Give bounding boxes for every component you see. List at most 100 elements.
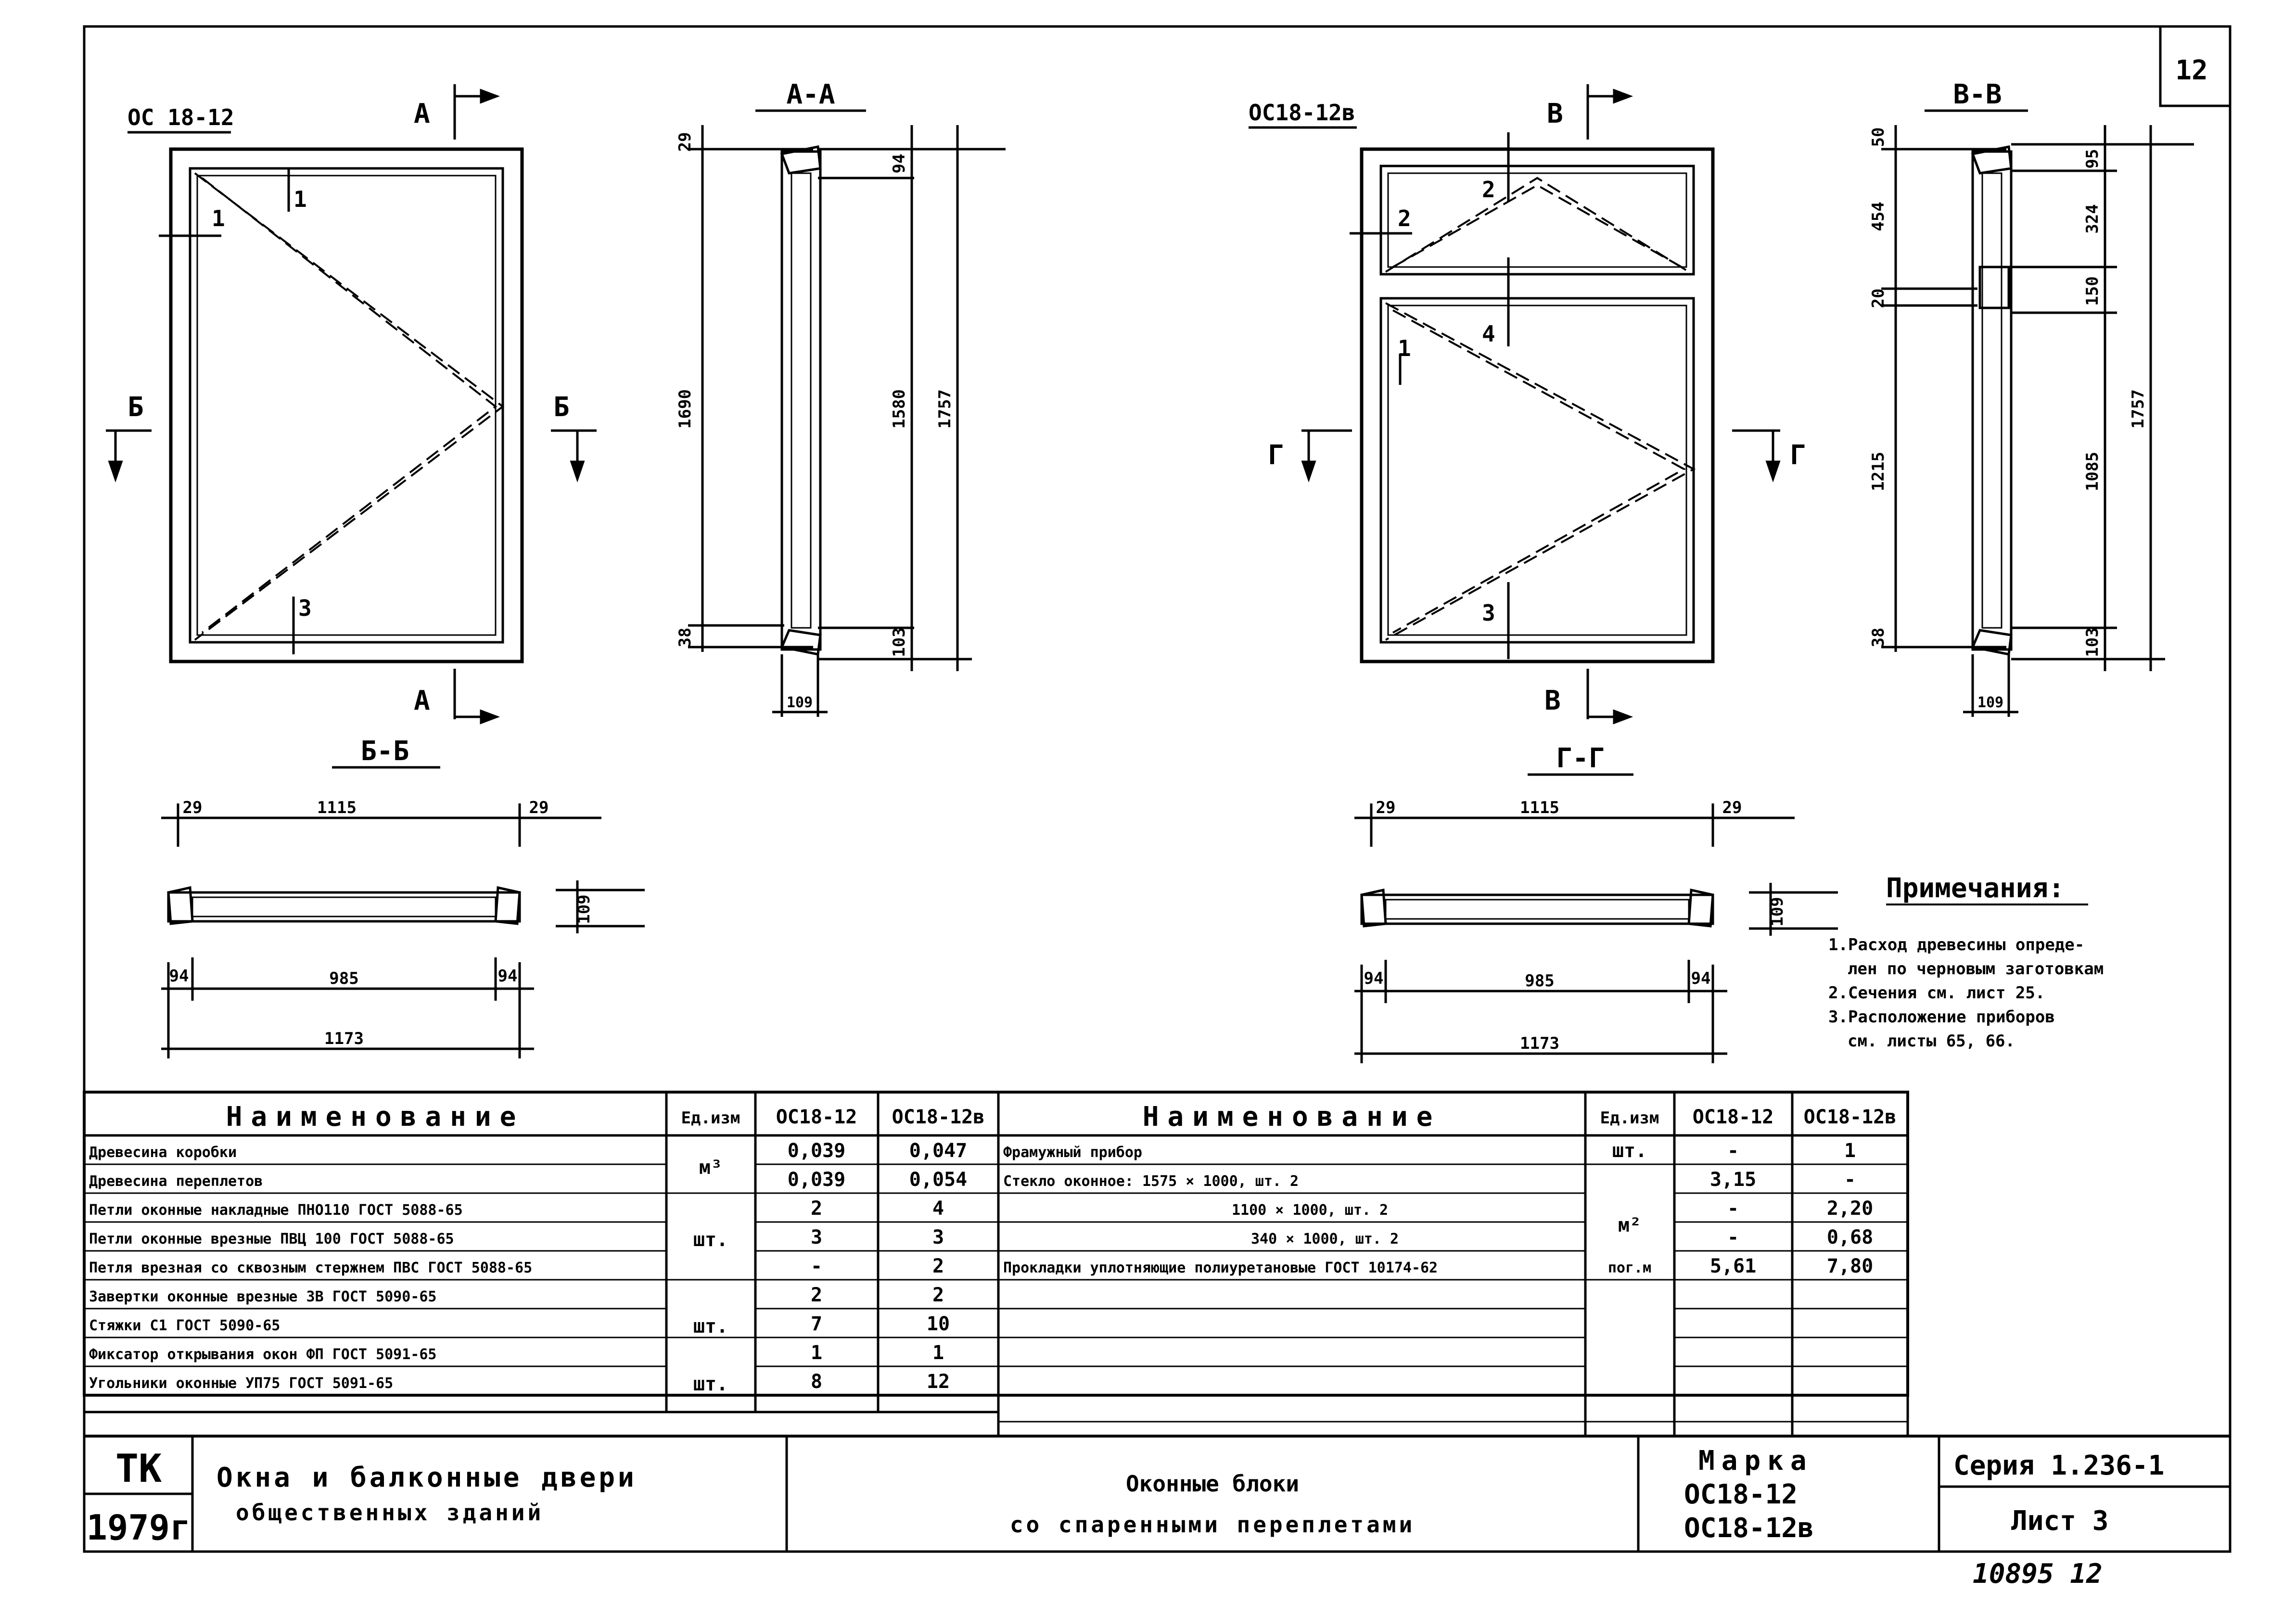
dim-aa-overall: 1757 bbox=[935, 389, 955, 429]
notes-title: Примечания: bbox=[1886, 873, 2065, 904]
notes-line-5: см. листы 65, 66. bbox=[1848, 1031, 2015, 1051]
dim-vv-top: 50 bbox=[1869, 127, 1888, 147]
table-row-b: 4 bbox=[932, 1197, 944, 1220]
section-marker-v-bottom: В bbox=[1544, 685, 1561, 716]
section-title-bb: Б-Б bbox=[360, 736, 409, 767]
notes-line-2: лен по черновым заготовкам bbox=[1848, 959, 2104, 979]
table-row-unit: шт. bbox=[1612, 1140, 1647, 1162]
dim-vv-r4: 1085 bbox=[2083, 452, 2102, 491]
table-row-name: Завертки оконные врезные ЗВ ГОСТ 5090-65 bbox=[89, 1288, 436, 1305]
dim-aa-bottom: 38 bbox=[676, 628, 695, 648]
section-marker-a-bottom: А bbox=[414, 685, 430, 716]
section-gg bbox=[1354, 773, 1838, 1063]
drawing-name-2: со спаренными переплетами bbox=[1010, 1512, 1415, 1538]
table-row-a: 0,039 bbox=[788, 1169, 845, 1191]
dim-vv-r1: 95 bbox=[2083, 149, 2102, 169]
drawing-name-1: Оконные блоки bbox=[1126, 1471, 1299, 1497]
table-row-b: - bbox=[1844, 1169, 1856, 1191]
section-marker-v-top: В bbox=[1547, 98, 1563, 129]
dim-gg-in-right: 94 bbox=[1691, 969, 1711, 988]
table-row-a: 2 bbox=[811, 1197, 822, 1220]
notes-line-1: 1.Расход древесины опреде- bbox=[1828, 935, 2084, 955]
table-left-header-b: ОС18-12в bbox=[892, 1106, 985, 1128]
section-marker-a-top: А bbox=[414, 98, 430, 129]
table-row-b: 2,20 bbox=[1827, 1197, 1873, 1220]
dim-vv-upper: 454 bbox=[1869, 202, 1888, 231]
dim-aa-inner: 1690 bbox=[676, 389, 695, 429]
dim-bb-depth: 109 bbox=[574, 894, 594, 924]
table-row-name: Стекло оконное: 1575 × 1000, шт. 2 bbox=[1003, 1173, 1299, 1190]
year: 1979г bbox=[87, 1507, 191, 1548]
table-row-unit: пог.м bbox=[1608, 1260, 1651, 1276]
table-row-name: 1100 × 1000, шт. 2 bbox=[1232, 1202, 1388, 1219]
dim-bb-in-right: 94 bbox=[498, 967, 518, 986]
dim-bb-total: 1173 bbox=[324, 1029, 364, 1048]
table-row-a: 0,039 bbox=[788, 1140, 845, 1162]
table-left-header-a: ОС18-12 bbox=[776, 1106, 857, 1128]
dim-vv-depth: 109 bbox=[1977, 694, 2003, 711]
project-name-2: общественных зданий bbox=[236, 1500, 544, 1526]
spec-table-rows bbox=[84, 1163, 1908, 1423]
section-arrows-right bbox=[1301, 84, 1781, 725]
table-row-name: Прокладки уплотняющие полиуретановые ГОС… bbox=[1003, 1260, 1438, 1276]
table-right-header-unit: Ед.изм bbox=[1600, 1108, 1659, 1128]
project-name-1: Окна и балконные двери bbox=[217, 1462, 637, 1493]
callout-1-b: 1 bbox=[212, 205, 225, 231]
table-row-name: Угольники оконные УП75 ГОСТ 5091-65 bbox=[89, 1375, 393, 1392]
table-row-unit: м² bbox=[1618, 1214, 1641, 1236]
table-row-name: Петля врезная со сквозным стержнем ПВС Г… bbox=[89, 1260, 532, 1276]
table-right-header-name: Наименование bbox=[1143, 1101, 1441, 1133]
table-row-name: Древесина коробки bbox=[89, 1144, 237, 1161]
dim-gg-right: 29 bbox=[1722, 798, 1742, 817]
window-mark-left: ОС 18-12 bbox=[128, 104, 234, 130]
table-row-b: 10 bbox=[927, 1313, 950, 1335]
table-right-header-a: ОС18-12 bbox=[1693, 1106, 1774, 1128]
table-right-header-b: ОС18-12в bbox=[1804, 1106, 1897, 1128]
table-row-a: 3 bbox=[811, 1226, 822, 1248]
table-row-b: 0,68 bbox=[1827, 1226, 1873, 1248]
table-row-a: - bbox=[811, 1255, 822, 1277]
table-row-name: Фиксатор открывания окон ФП ГОСТ 5091-65 bbox=[89, 1346, 436, 1363]
table-row-unit: м³ bbox=[699, 1157, 722, 1179]
window-oc18-12v-elevation bbox=[1350, 132, 1715, 663]
notes-line-4: 3.Расположение приборов bbox=[1828, 1007, 2055, 1027]
dim-gg-depth: 109 bbox=[1768, 897, 1787, 926]
table-row-unit: шт. bbox=[693, 1229, 728, 1251]
table-left-rows: Древесина коробки м³ 0,039 0,047 Древеси… bbox=[89, 1140, 967, 1395]
sheet-number: 12 bbox=[2175, 55, 2207, 86]
callout-2-b: 2 bbox=[1398, 205, 1411, 231]
table-right-rows: Фрамужный прибор шт. - 1 Стекло оконное:… bbox=[1003, 1140, 1873, 1277]
sheet-border bbox=[83, 25, 2232, 1553]
dim-bb-mid: 1115 bbox=[317, 798, 357, 817]
table-row-a: 7 bbox=[811, 1313, 822, 1335]
table-row-b: 1 bbox=[932, 1342, 944, 1364]
dim-vv-lower: 1215 bbox=[1869, 452, 1888, 491]
dim-bb-in-mid: 985 bbox=[329, 969, 358, 988]
table-row-name: Петли оконные врезные ПВЦ 100 ГОСТ 5088-… bbox=[89, 1231, 454, 1248]
dim-aa-top-right: 94 bbox=[890, 154, 909, 174]
dim-aa-depth: 109 bbox=[787, 694, 813, 711]
table-row-name: Древесина переплетов bbox=[89, 1173, 263, 1190]
section-marker-g-left: Г bbox=[1268, 440, 1284, 471]
table-row-a: 3,15 bbox=[1710, 1169, 1756, 1191]
callout-3-left: 3 bbox=[298, 595, 312, 621]
series: Серия 1.236-1 bbox=[1953, 1450, 2164, 1481]
table-row-b: 0,047 bbox=[909, 1140, 967, 1162]
dim-aa-top: 29 bbox=[676, 132, 695, 152]
table-row-b: 3 bbox=[932, 1226, 944, 1248]
dim-aa-glass: 1580 bbox=[890, 389, 909, 429]
table-left-header-unit: Ед.изм bbox=[681, 1108, 740, 1128]
sheet-label: Лист 3 bbox=[2011, 1505, 2108, 1537]
table-row-b: 2 bbox=[932, 1284, 944, 1306]
title-block-grid bbox=[84, 1435, 2230, 1552]
org-code: ТК bbox=[115, 1446, 162, 1491]
table-row-b: 7,80 bbox=[1827, 1255, 1873, 1277]
dim-gg-in-mid: 985 bbox=[1525, 971, 1554, 991]
table-row-name: 340 × 1000, шт. 2 bbox=[1251, 1231, 1399, 1248]
section-arrows-left bbox=[106, 84, 597, 725]
dim-vv-r5: 103 bbox=[2083, 627, 2102, 657]
table-left-header-name: Наименование bbox=[226, 1101, 525, 1133]
section-marker-b-right: Б bbox=[553, 392, 570, 423]
dim-gg-total: 1173 bbox=[1520, 1034, 1559, 1053]
